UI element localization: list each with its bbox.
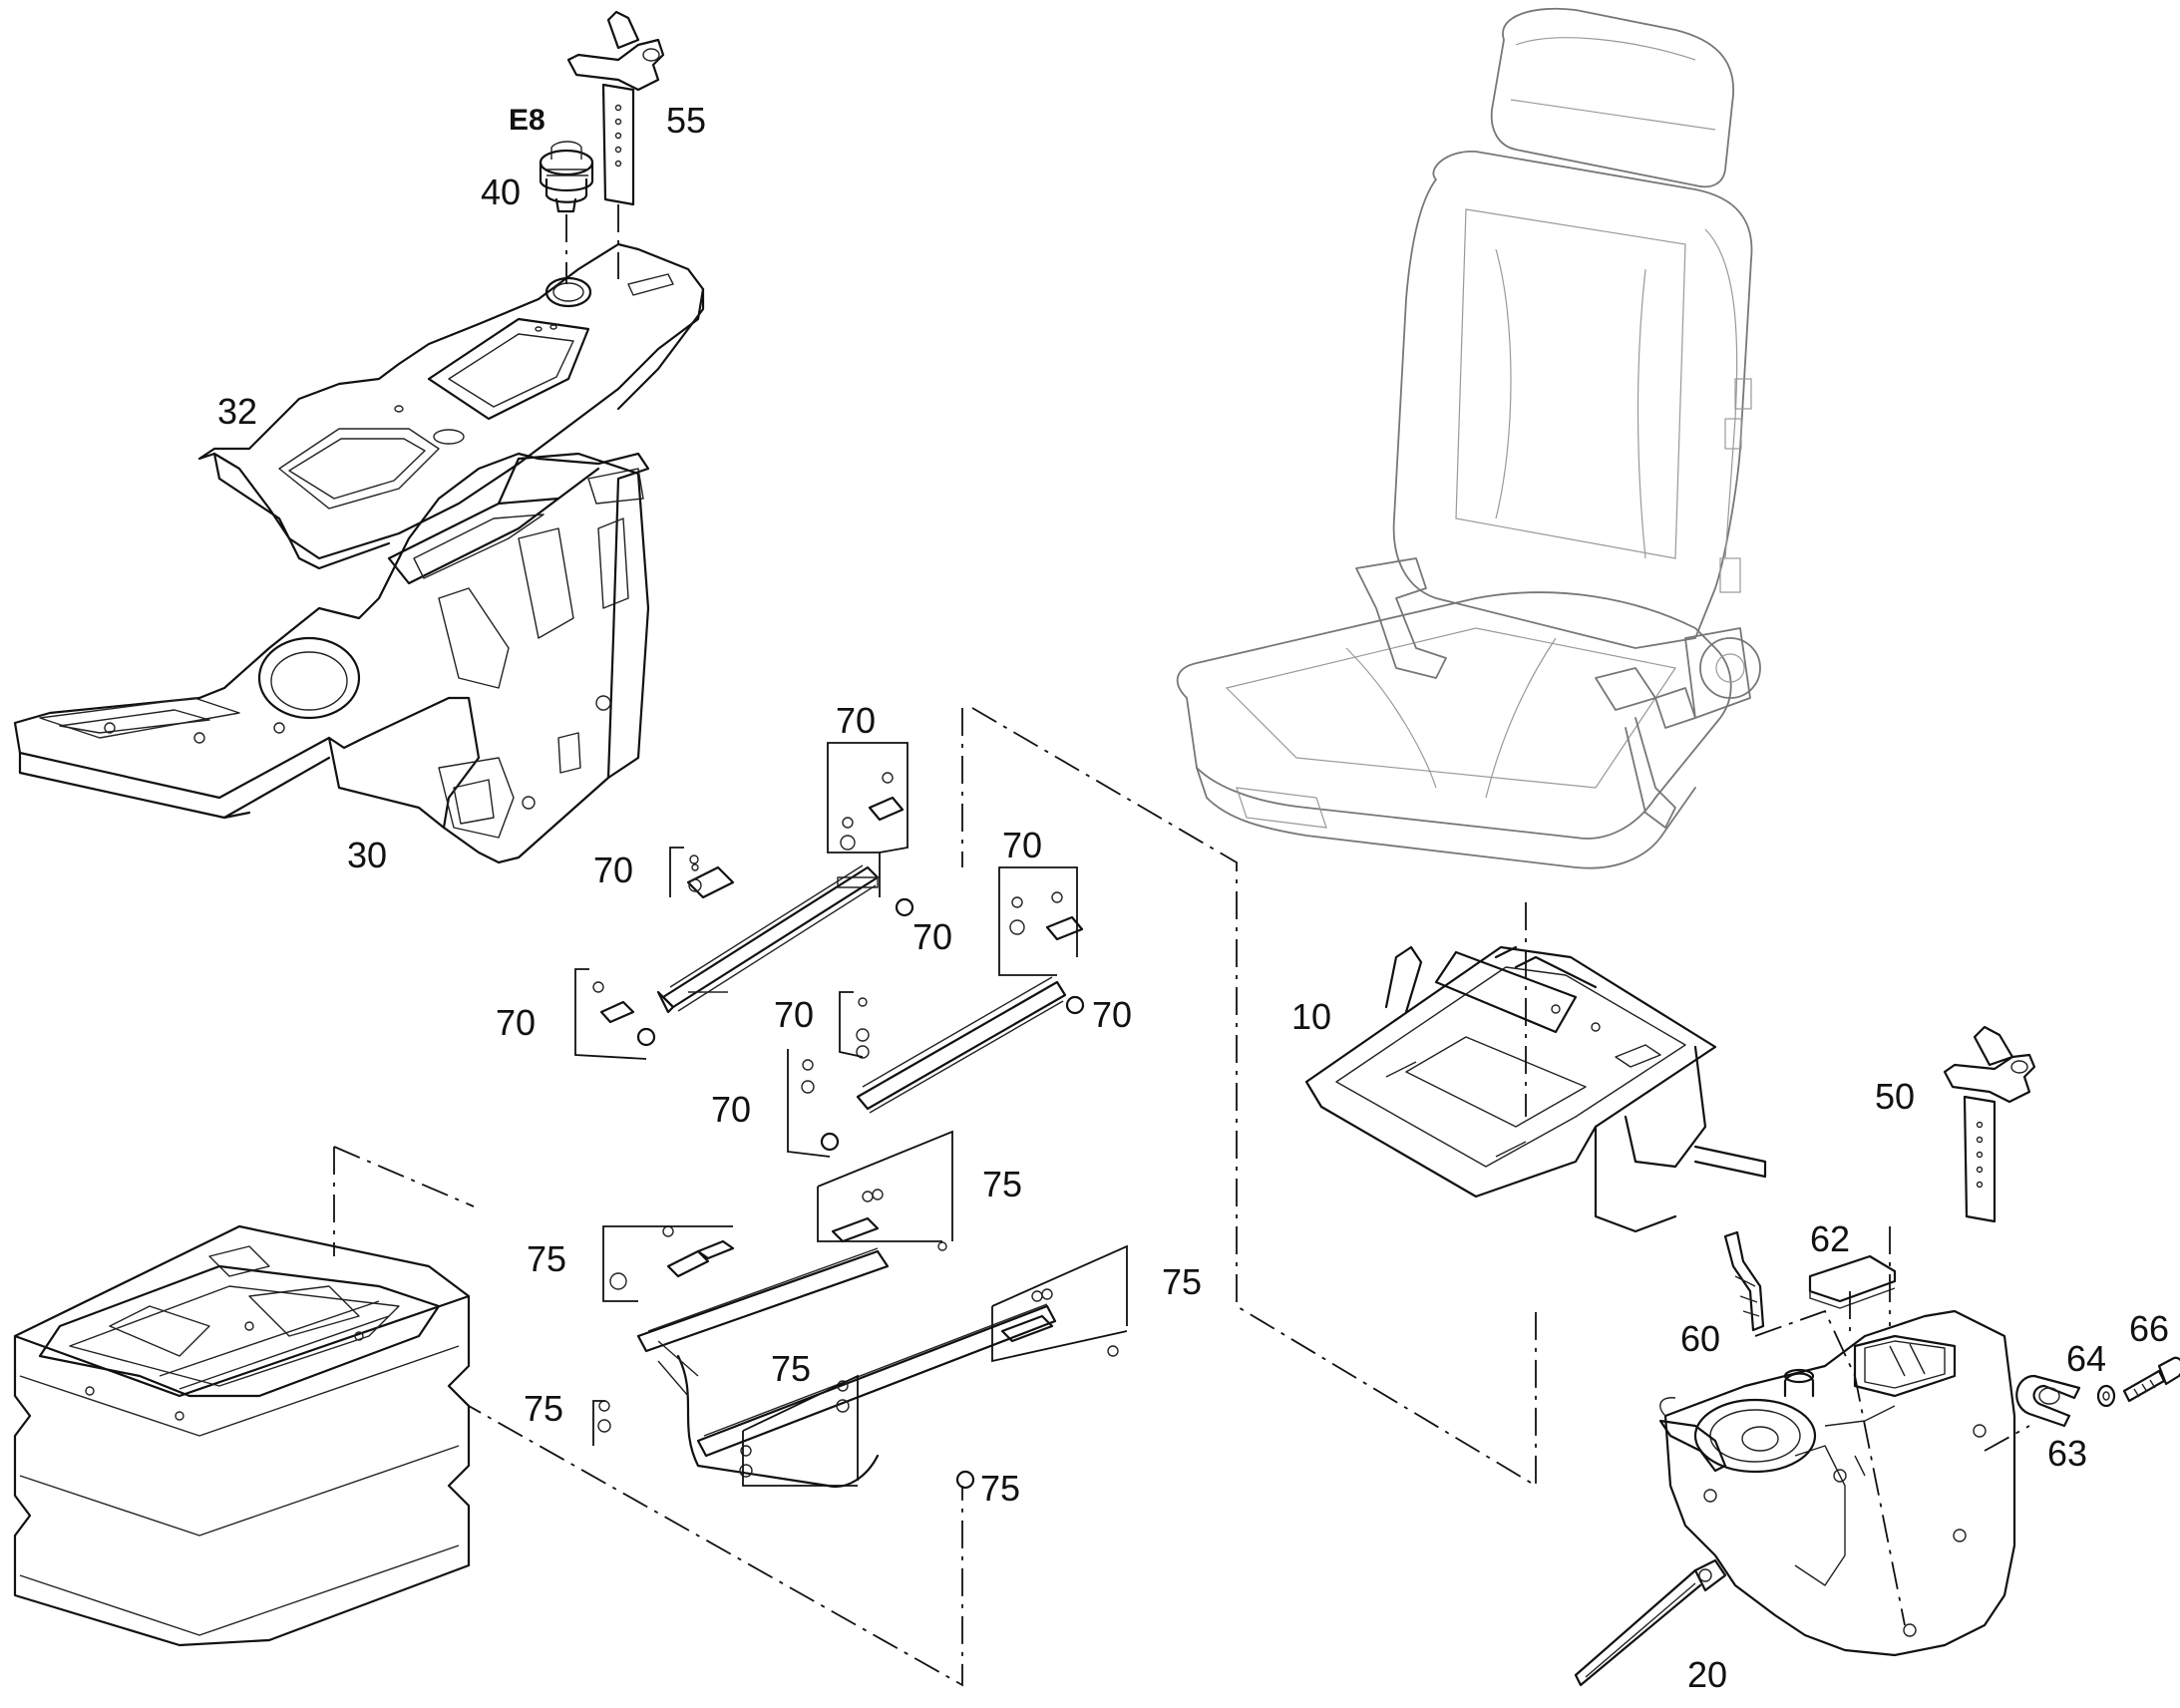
callout-75-right: 75: [1162, 1261, 1202, 1302]
cover-cap-62: [1808, 1254, 1897, 1309]
washer-64: [2096, 1384, 2116, 1408]
callout-64: 64: [2066, 1338, 2106, 1379]
seat-slide-rails-70: [574, 742, 1085, 1158]
callout-70-right-upper: 70: [912, 916, 952, 957]
callout-55: 55: [666, 100, 706, 141]
callout-32: 32: [217, 391, 257, 432]
console-cover: [197, 242, 705, 570]
seat-mounting-frame: [1304, 945, 1767, 1233]
clamp-63: [2015, 1374, 2081, 1428]
callout-70-right-lower: 70: [1092, 994, 1132, 1035]
callout-10: 10: [1291, 996, 1331, 1037]
callout-70-mid: 70: [774, 994, 814, 1035]
lever-rod-60: [1723, 1230, 1765, 1332]
console-base-frame: [13, 452, 650, 864]
callout-70-left-lower: 70: [496, 1002, 536, 1043]
callout-63: 63: [2047, 1433, 2087, 1474]
callout-62: 62: [1810, 1218, 1850, 1259]
seat-suspension-base: [13, 1224, 471, 1647]
callout-60: 60: [1680, 1318, 1720, 1359]
callout-70-top: 70: [836, 700, 876, 741]
callout-75-left-lower: 75: [524, 1388, 563, 1429]
callout-50: 50: [1875, 1076, 1915, 1117]
callout-70-left-upper: 70: [593, 850, 633, 890]
callout-30: 30: [347, 835, 387, 875]
callout-labels: E8 40 55 32 30 70 70 70 70 70 70 70 70 7…: [217, 100, 2169, 1695]
callout-75-bottom: 75: [980, 1468, 1020, 1509]
armrest-bracket-55: [566, 10, 665, 206]
armrest-bracket-50: [1943, 1025, 2036, 1223]
callout-e8: E8: [509, 104, 545, 137]
callout-20: 20: [1687, 1654, 1727, 1695]
assembly-leader-lines: [333, 204, 2030, 1687]
callout-75-left: 75: [527, 1238, 566, 1279]
callout-66: 66: [2129, 1308, 2169, 1349]
callout-75-top: 75: [982, 1164, 1022, 1204]
callout-70-right-top: 70: [1002, 825, 1042, 865]
callout-40: 40: [481, 171, 521, 212]
side-console-20: [1574, 1309, 2016, 1687]
operator-seat: [1176, 7, 1761, 869]
switch-e8: [539, 141, 594, 213]
seat-slide-rails-75: [592, 1130, 1128, 1490]
callout-70-bottom: 70: [711, 1089, 751, 1130]
screw-66: [2122, 1356, 2180, 1403]
callout-75-mid: 75: [771, 1348, 811, 1389]
